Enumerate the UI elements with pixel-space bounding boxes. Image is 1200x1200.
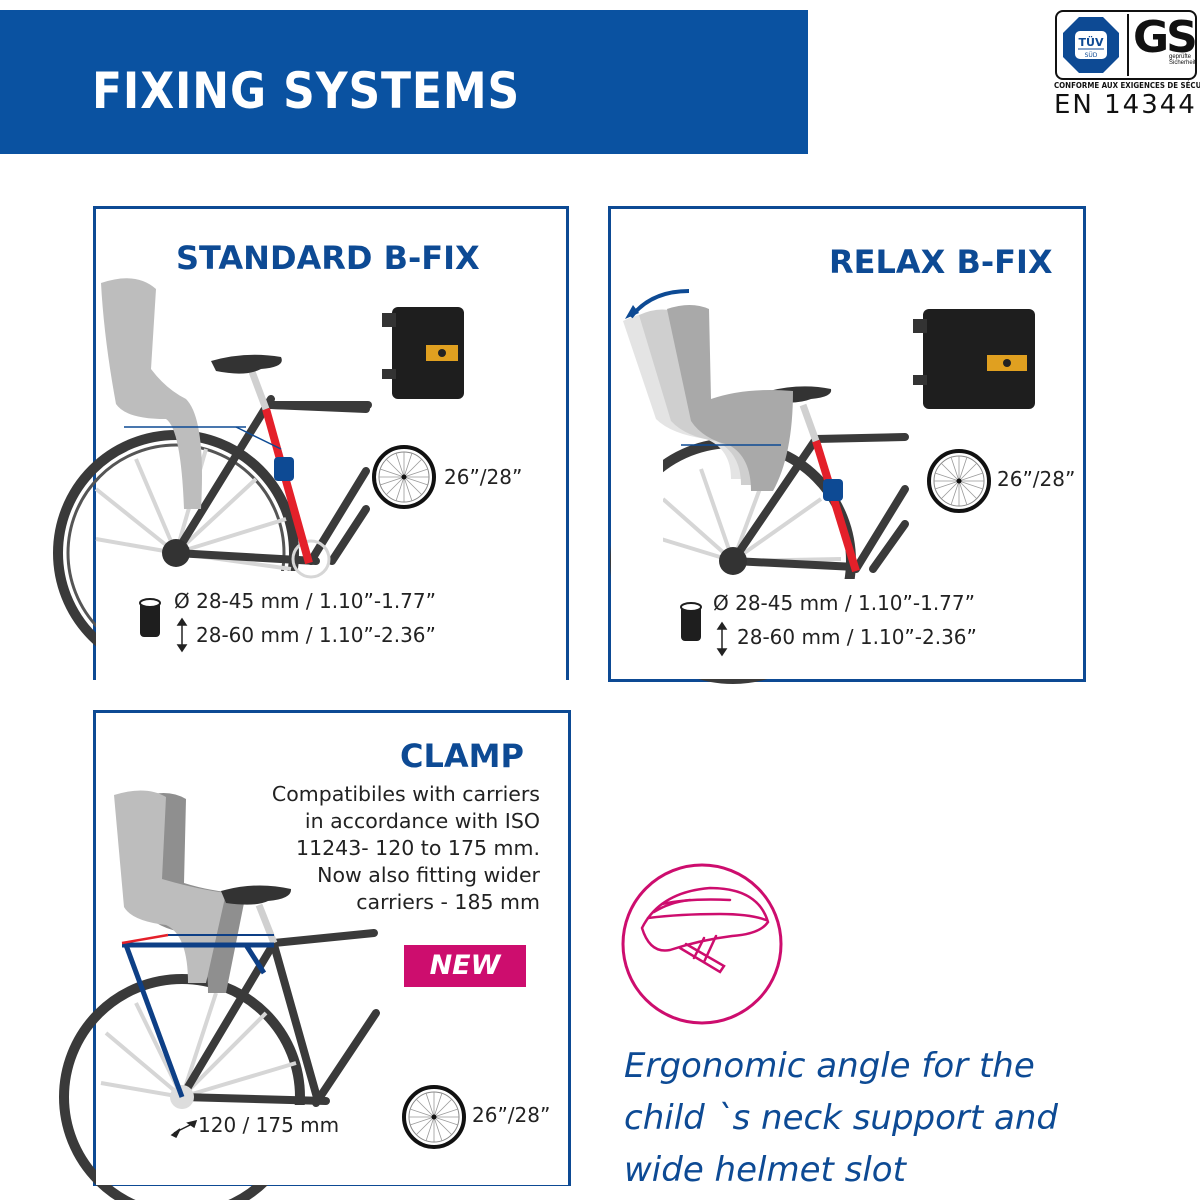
- panel-standard-bfix: STANDARD B-FIX: [53, 206, 569, 681]
- gs-label: GS: [1133, 12, 1198, 63]
- bfix-clamp-icon: [823, 479, 843, 501]
- bike-illustration: [610, 209, 1083, 684]
- carrier-width-spec: 120 / 175 mm: [198, 1113, 340, 1137]
- cert-badges: TÜV SÜD GS geprüfte Sicherheit: [1055, 10, 1198, 80]
- description-line: Now also fitting wider: [317, 863, 540, 887]
- wheel-size-icon: [927, 449, 991, 513]
- tube-diameter-icon: [139, 598, 161, 637]
- header-banner: FIXING SYSTEMS: [0, 10, 808, 154]
- child-seat-icon: [101, 278, 202, 509]
- gs-sub-line2: Sicherheit: [1169, 60, 1196, 66]
- panel-title: RELAX B-FIX: [829, 243, 1053, 281]
- feature-line: wide helmet slot: [624, 1150, 906, 1190]
- tuv-sub-label: SÜD: [1085, 52, 1098, 59]
- tube-diameter-icon: [680, 602, 702, 641]
- saddle-icon: [211, 354, 282, 374]
- description-line: 11243- 120 to 175 mm.: [296, 836, 540, 860]
- page-title: FIXING SYSTEMS: [92, 62, 521, 120]
- bike-illustration: [59, 790, 568, 1200]
- panel-clamp: CLAMP: [59, 710, 571, 1200]
- gs-icon: GS geprüfte Sicherheit: [1127, 12, 1198, 76]
- hub-icon: [719, 547, 747, 575]
- clamp-description: Compatibiles with carriers in accordance…: [272, 781, 540, 916]
- description-line: carriers - 185 mm: [356, 890, 540, 914]
- tuv-label: TÜV: [1079, 35, 1104, 49]
- certification-logo: TÜV SÜD GS geprüfte Sicherheit CONFORME …: [1052, 8, 1200, 123]
- new-badge: NEW: [404, 945, 526, 987]
- seat-tube-highlight: [262, 407, 313, 565]
- saddle-icon: [221, 885, 292, 905]
- description-line: in accordance with ISO: [304, 809, 540, 833]
- feature-line: child `s neck support and: [624, 1098, 1059, 1138]
- conformity-text: CONFORME AUX EXIGENCES DE SÉCURITÉ: [1054, 80, 1200, 90]
- height-spec: 28-60 mm / 1.10”-2.36”: [196, 623, 436, 647]
- gs-sub-line1: geprüfte: [1169, 54, 1192, 60]
- height-arrow-icon: [716, 621, 728, 657]
- wheel-size-icon: [372, 445, 436, 509]
- bike-illustration: [53, 278, 566, 681]
- feature-line: Ergonomic angle for the: [624, 1046, 1035, 1086]
- width-arrow-icon: [170, 1119, 198, 1139]
- helmet-icon: [621, 863, 783, 1025]
- wheel-size-icon: [402, 1085, 466, 1149]
- wheel-size-label: 26”/28”: [444, 465, 523, 489]
- diameter-spec: Ø 28-45 mm / 1.10”-1.77”: [174, 589, 436, 613]
- hub-icon: [162, 539, 190, 567]
- height-arrow-icon: [176, 617, 188, 653]
- height-spec: 28-60 mm / 1.10”-2.36”: [737, 625, 977, 649]
- bfix-clamp-icon: [274, 457, 294, 481]
- panel-relax-bfix: RELAX B-FIX: [608, 206, 1086, 684]
- carrier-rack-icon: [122, 942, 274, 1098]
- feature-description: Ergonomic angle for the child `s neck su…: [624, 1040, 1058, 1196]
- bfix-bracket-icon: [913, 309, 1035, 409]
- tuv-sud-icon: TÜV SÜD: [1063, 17, 1119, 73]
- gs-sublabel: geprüfte Sicherheit: [1169, 54, 1196, 66]
- description-line: Compatibiles with carriers: [271, 782, 540, 806]
- bfix-bracket-icon: [382, 307, 464, 399]
- seat-tube-highlight: [812, 439, 860, 573]
- wheel-size-label: 26”/28”: [997, 467, 1076, 491]
- standard-label: EN 14344: [1054, 90, 1197, 120]
- wheel-size-label: 26”/28”: [472, 1103, 551, 1127]
- panel-title: STANDARD B-FIX: [176, 239, 480, 277]
- panel-title: CLAMP: [400, 737, 524, 775]
- diameter-spec: Ø 28-45 mm / 1.10”-1.77”: [713, 591, 975, 615]
